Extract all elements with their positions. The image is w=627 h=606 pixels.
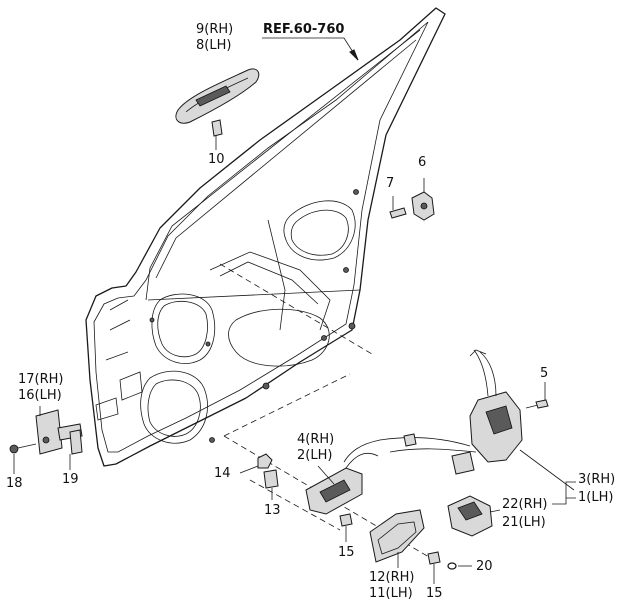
- door-panel: [85, 7, 446, 467]
- part-label-9-rh: 9(RH): [196, 22, 234, 37]
- part-label-10: 10: [208, 152, 225, 167]
- part-label-3-rh: 3(RH): [578, 472, 616, 487]
- inside-handle-bezel-part: [369, 509, 441, 584]
- reference-label: REF.60-760: [263, 22, 345, 37]
- part-label-7: 7: [386, 176, 395, 191]
- part-label-22-rh: 22(RH): [502, 497, 548, 512]
- part-label-20: 20: [476, 559, 493, 574]
- clip-part: [447, 562, 472, 570]
- part-label-15-lower: 15: [426, 586, 443, 601]
- part-label-18: 18: [6, 476, 23, 491]
- part-label-15-upper: 15: [338, 545, 355, 560]
- part-label-21-lh: 21(LH): [502, 515, 546, 530]
- door-latch-assembly: [343, 349, 575, 491]
- part-label-1-lh: 1(LH): [578, 490, 614, 505]
- outside-handle-part: [175, 68, 260, 150]
- part-label-5: 5: [540, 366, 549, 381]
- part-label-13: 13: [264, 503, 281, 518]
- part-label-17-rh: 17(RH): [18, 372, 64, 387]
- rod-clip-parts: [239, 453, 279, 500]
- striker-part: [389, 178, 435, 221]
- part-label-12-rh: 12(RH): [369, 570, 415, 585]
- part-label-11-lh: 11(LH): [369, 586, 413, 601]
- part-label-19: 19: [62, 472, 79, 487]
- part-label-2-lh: 2(LH): [297, 448, 333, 463]
- part-label-16-lh: 16(LH): [18, 388, 62, 403]
- inside-handle-part: [305, 452, 379, 542]
- part-label-6: 6: [418, 155, 427, 170]
- lock-actuator-part: [447, 495, 501, 537]
- part-label-4-rh: 4(RH): [297, 432, 335, 447]
- part-label-8-lh: 8(LH): [196, 38, 232, 53]
- door-hinge-part: [9, 406, 83, 474]
- part-label-14: 14: [214, 466, 231, 481]
- ref-arrow: [262, 37, 359, 61]
